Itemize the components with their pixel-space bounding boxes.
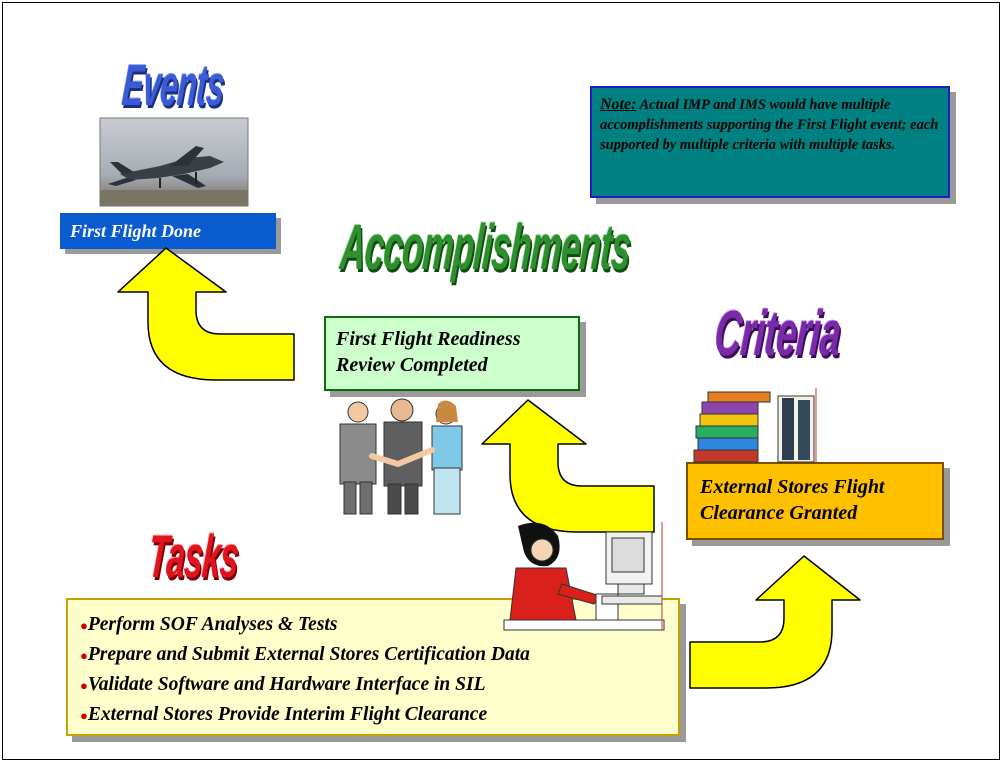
task-text: Perform SOF Analyses & Tests [87, 614, 338, 635]
note-box: Note: Actual IMP and IMS would have mult… [590, 86, 950, 198]
task-text: Prepare and Submit External Stores Certi… [87, 644, 530, 665]
note-title: Note: [600, 96, 637, 113]
event-box: First Flight Done [60, 213, 276, 249]
task-item: ●Prepare and Submit External Stores Cert… [80, 640, 666, 670]
criteria-line-2: Clearance Granted [700, 502, 858, 524]
bullet-icon: ● [80, 618, 88, 633]
events-heading: Events [120, 53, 227, 118]
note-text: Actual IMP and IMS would have multiple a… [600, 97, 939, 153]
criteria-line-1: External Stores Flight [700, 476, 885, 498]
accomplishment-box: First Flight Readiness Review Completed [324, 316, 580, 391]
criteria-box: External Stores Flight Clearance Granted [686, 462, 944, 540]
fighter-jet-image [99, 117, 249, 207]
task-text: External Stores Provide Interim Flight C… [87, 704, 488, 725]
task-text: Validate Software and Hardware Interface… [87, 674, 486, 695]
arrow-to-event [117, 247, 295, 381]
task-item: ●Perform SOF Analyses & Tests [80, 610, 666, 640]
arrow-to-accomplishment [481, 399, 655, 533]
books-image [693, 388, 817, 463]
accomplishment-line-1: First Flight Readiness [336, 328, 521, 350]
bullet-icon: ● [80, 648, 88, 663]
arrow-to-criteria [689, 555, 861, 689]
bullet-icon: ● [80, 708, 88, 723]
bullet-icon: ● [80, 678, 88, 693]
tasks-heading: Tasks [146, 523, 241, 590]
woman-computer-image [503, 522, 665, 631]
criteria-heading: Criteria [712, 297, 844, 369]
task-item: ●External Stores Provide Interim Flight … [80, 700, 666, 730]
task-item: ●Validate Software and Hardware Interfac… [80, 670, 666, 700]
accomplishment-line-2: Review Completed [336, 354, 488, 376]
accomplishments-heading: Accomplishments [338, 211, 634, 283]
handshake-people-image [339, 398, 463, 515]
event-box-label: First Flight Done [70, 221, 202, 241]
